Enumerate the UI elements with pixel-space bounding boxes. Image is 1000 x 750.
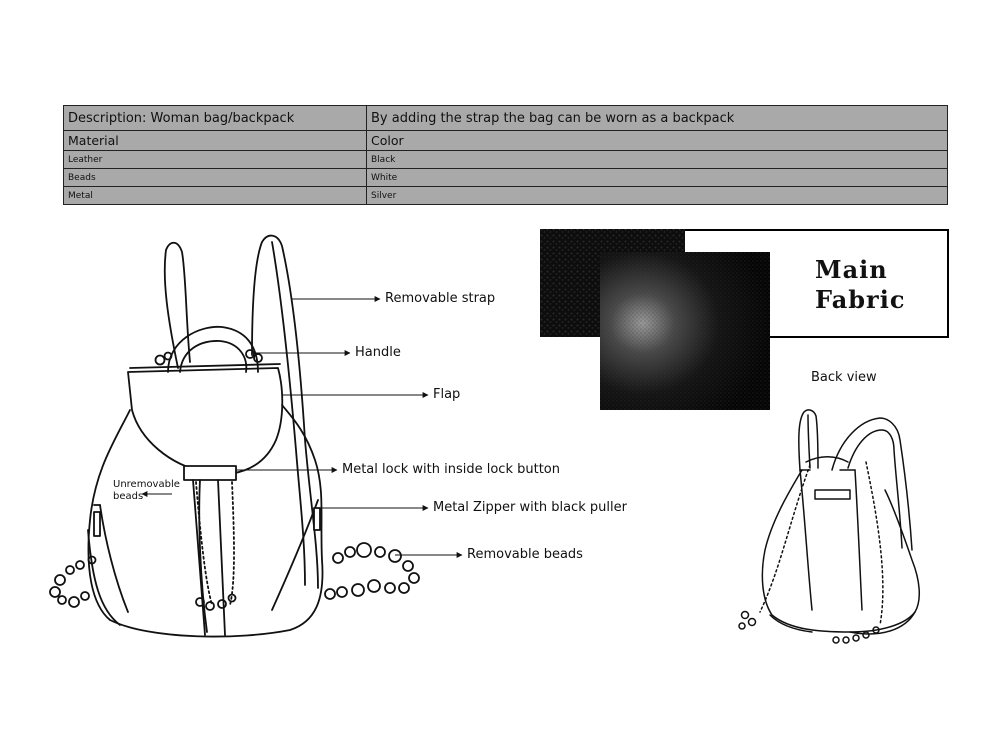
left-strap xyxy=(163,241,191,369)
bag-body xyxy=(87,404,324,638)
color-cell: Silver xyxy=(366,186,948,205)
table-row: Description: Woman bag/backpack By addin… xyxy=(63,105,948,131)
callout-removable-strap: Removable strap xyxy=(385,291,496,306)
flap xyxy=(127,367,284,475)
table-row: Metal Silver xyxy=(63,186,948,205)
callout-unremovable-beads: Unremovable beads xyxy=(113,479,180,503)
main-fabric-title-line1: Main xyxy=(815,255,888,284)
callout-metal-lock: Metal lock with inside lock button xyxy=(342,462,560,477)
table-row: Leather Black xyxy=(63,150,948,169)
metal-lock xyxy=(183,465,237,481)
back-view-label: Back view xyxy=(811,370,877,385)
note-cell: By adding the strap the bag can be worn … xyxy=(366,105,948,131)
front-view-backpack xyxy=(49,234,420,638)
callout-handle: Handle xyxy=(355,345,401,360)
handle xyxy=(167,326,259,373)
main-fabric-title-line2: Fabric xyxy=(815,285,906,314)
right-zipper xyxy=(271,499,319,611)
removable-beads-left xyxy=(49,555,97,608)
callout-lines xyxy=(141,296,463,558)
main-fabric-title: Main Fabric xyxy=(815,255,905,315)
callout-metal-zipper: Metal Zipper with black puller xyxy=(433,500,627,515)
spec-table: Description: Woman bag/backpack By addin… xyxy=(63,105,948,205)
material-cell: Metal xyxy=(63,186,367,205)
right-strap xyxy=(251,234,319,589)
callout-flap: Flap xyxy=(433,387,461,402)
removable-beads-right xyxy=(324,542,420,600)
callout-removable-beads: Removable beads xyxy=(467,547,583,562)
left-zipper xyxy=(99,504,129,613)
table-header-row: Material Color xyxy=(63,130,948,151)
leather-swatch-glossy xyxy=(600,252,770,410)
callout-unremovable-beads-line1: Unremovable xyxy=(113,479,180,490)
description-cell: Description: Woman bag/backpack xyxy=(63,105,367,131)
callout-unremovable-beads-line2: beads xyxy=(113,491,144,502)
back-view-backpack xyxy=(738,409,920,644)
table-row: Beads White xyxy=(63,168,948,187)
